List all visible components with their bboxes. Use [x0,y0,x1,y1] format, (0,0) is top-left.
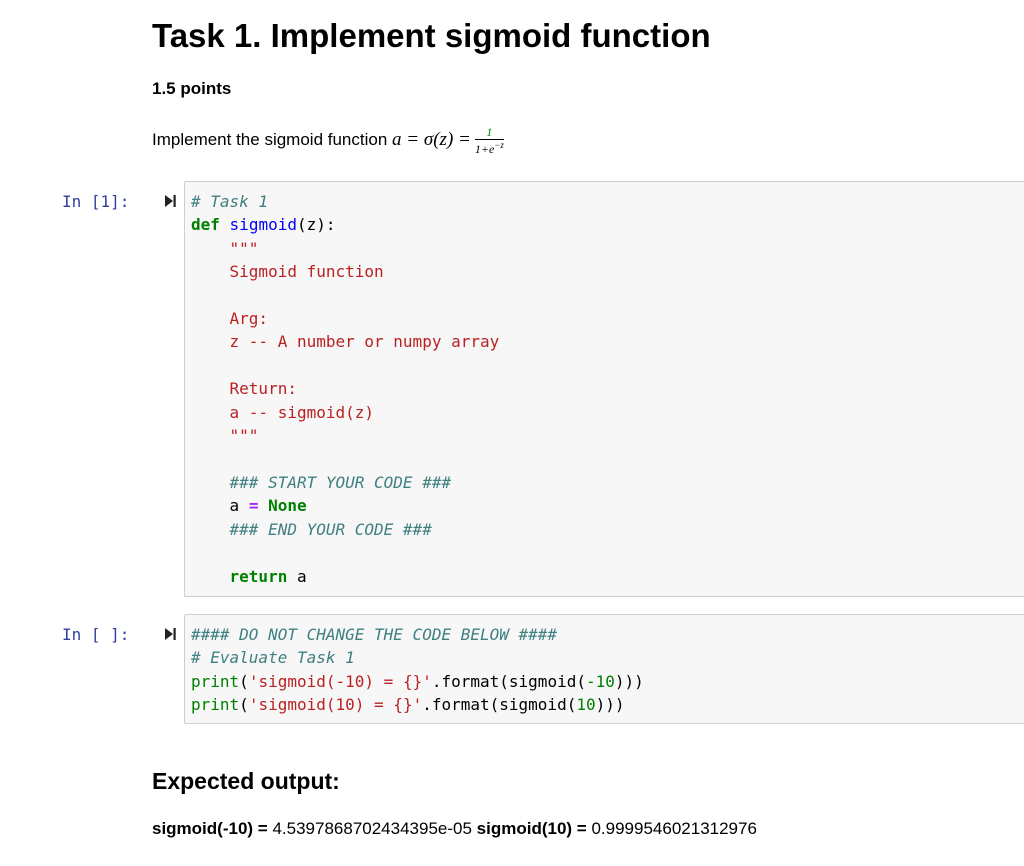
cell-prompt: In [ ]: [62,625,130,644]
cell-prompt: In [1]: [62,192,130,211]
code-editor[interactable]: # Task 1 def sigmoid(z): """ Sigmoid fun… [191,192,500,586]
expected-label: sigmoid(10) = [476,819,587,838]
code-cell-input[interactable] [184,614,1024,724]
run-cell-icon[interactable] [163,194,177,208]
expected-label: sigmoid(-10) = [152,819,268,838]
description-text: Implement the sigmoid function [152,129,388,149]
expected-output-values: sigmoid(-10) = 4.5397868702434395e-05 si… [152,819,757,839]
expected-output-heading: Expected output: [152,768,340,794]
code-editor[interactable]: #### DO NOT CHANGE THE CODE BELOW #### #… [191,625,644,715]
expected-value: 4.5397868702434395e-05 [272,819,472,838]
run-cell-icon[interactable] [163,627,177,641]
code-cell-input[interactable] [184,181,1024,597]
expected-value: 0.9999546021312976 [591,819,757,838]
points-label: 1.5 points [152,79,232,98]
task-title: Task 1. Implement sigmoid function [152,17,711,54]
task-description: Implement the sigmoid function a = σ(z) … [152,126,504,155]
